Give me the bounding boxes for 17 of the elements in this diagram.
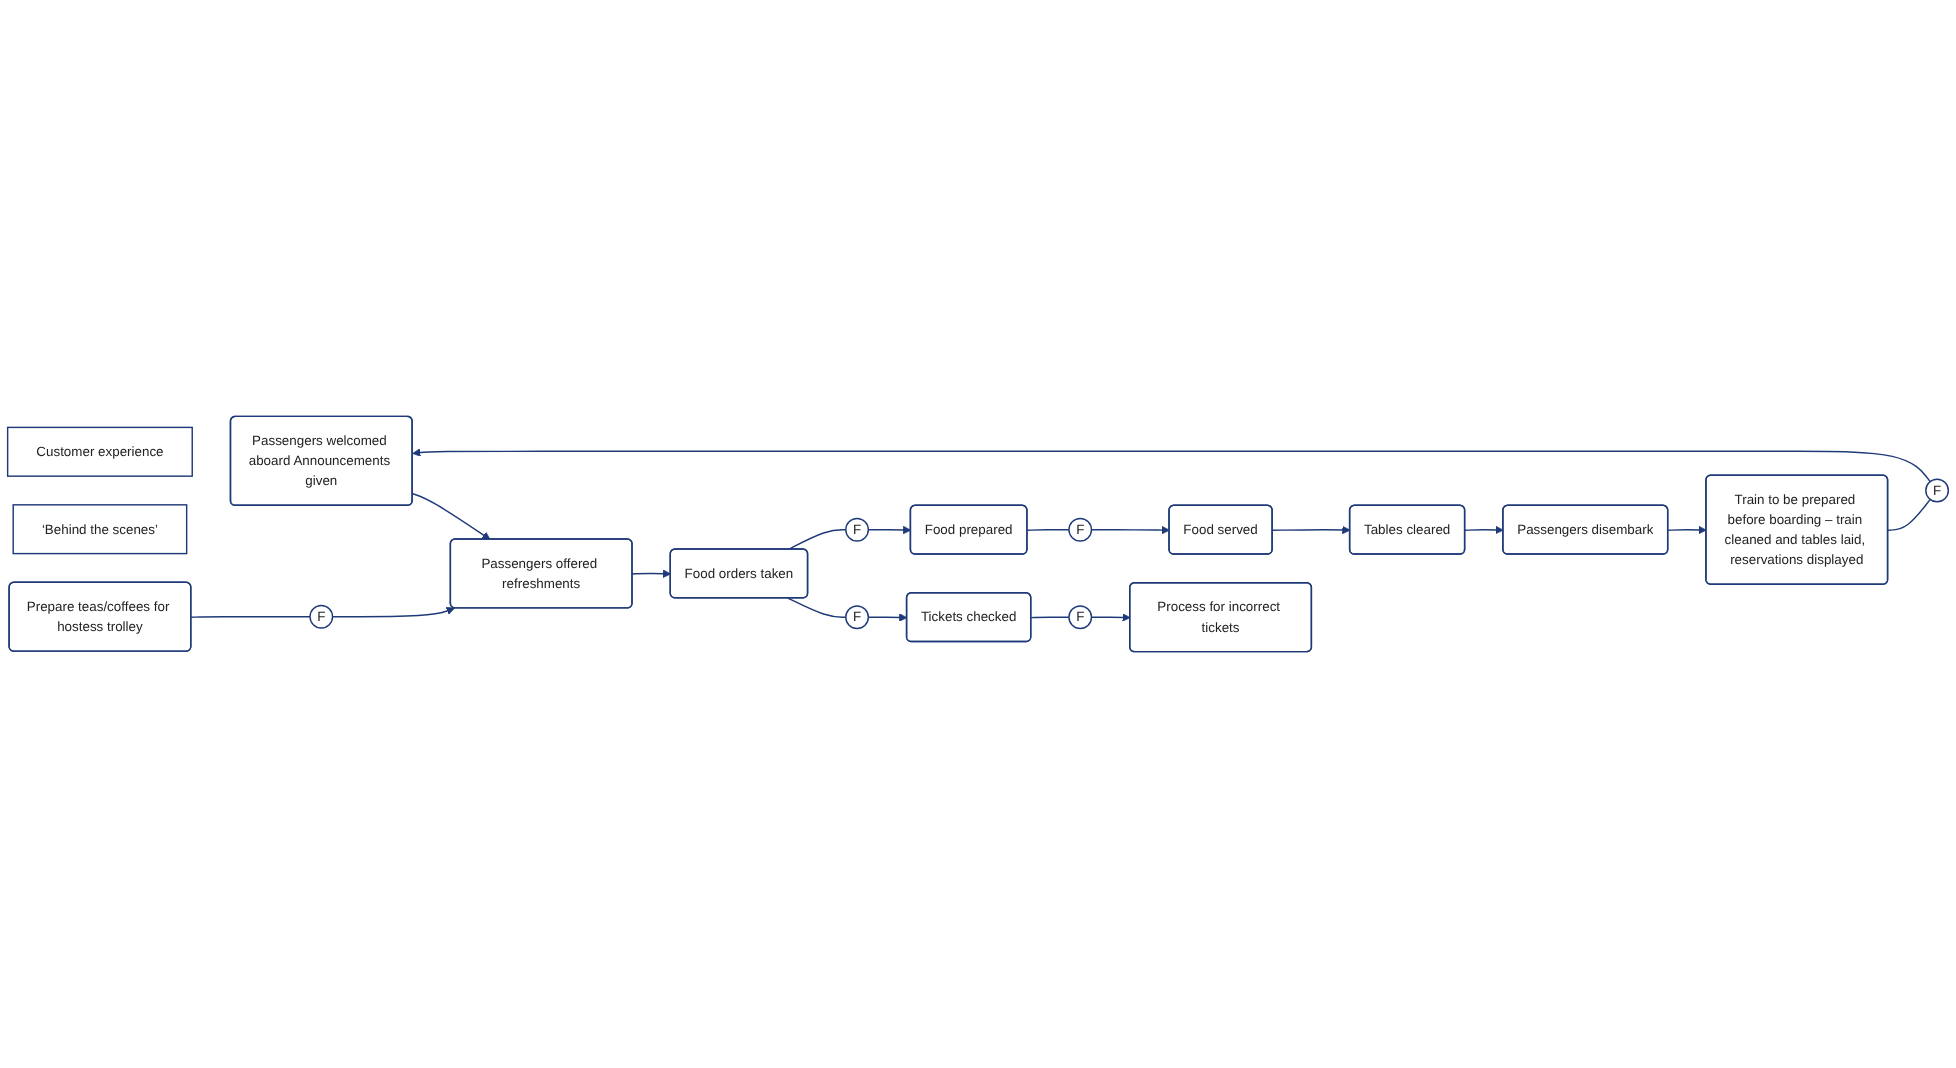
arrow bbox=[631, 569, 672, 578]
arrow bbox=[331, 606, 455, 618]
connector bbox=[1887, 498, 1931, 531]
connector bbox=[190, 616, 311, 618]
arrow bbox=[867, 525, 912, 535]
connector bbox=[787, 597, 847, 618]
arrow bbox=[1464, 525, 1504, 535]
connector bbox=[1030, 616, 1070, 619]
arrow bbox=[867, 613, 908, 622]
arrow bbox=[412, 448, 1931, 483]
connector bbox=[787, 529, 847, 551]
arrow bbox=[1090, 613, 1131, 622]
arrow bbox=[411, 493, 491, 540]
connector bbox=[1026, 529, 1070, 531]
arrow bbox=[1667, 525, 1707, 535]
arrow bbox=[1271, 525, 1351, 535]
arrow bbox=[1090, 525, 1170, 535]
